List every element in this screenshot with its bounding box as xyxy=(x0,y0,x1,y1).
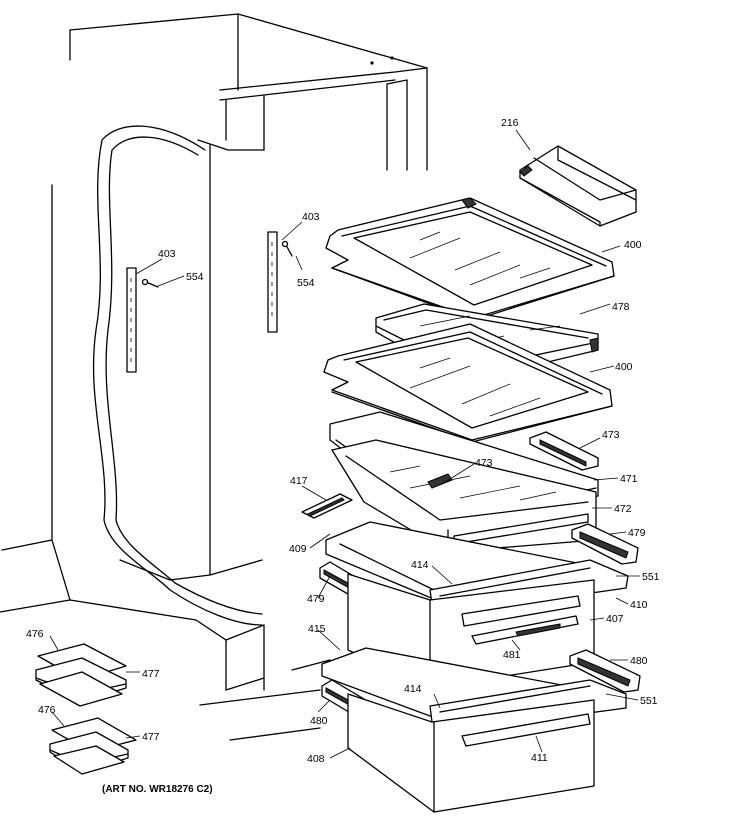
callout-477-upper: 477 xyxy=(142,668,160,680)
shelf-ladder-left xyxy=(126,267,137,373)
glass-shelf-upper xyxy=(325,197,615,321)
slide-417-left xyxy=(301,493,353,519)
callout-472: 472 xyxy=(614,503,632,515)
cabinet xyxy=(0,13,428,741)
callout-414-lower: 414 xyxy=(404,683,422,695)
callout-411: 411 xyxy=(531,752,548,764)
callout-476-lower: 476 xyxy=(38,704,56,716)
callout-403-right: 403 xyxy=(302,211,320,223)
callout-479-right: 479 xyxy=(628,527,646,539)
egg-tray-upper xyxy=(35,643,127,707)
callout-417: 417 xyxy=(290,475,308,487)
callout-477-lower: 477 xyxy=(142,731,160,743)
callout-407: 407 xyxy=(606,613,624,625)
callout-415: 415 xyxy=(308,623,326,635)
callout-labels: 216 400 403 554 403 554 478 400 473 473 … xyxy=(26,117,660,795)
callout-554-left: 554 xyxy=(186,271,204,283)
callout-551-lower: 551 xyxy=(640,695,658,707)
leader-lines xyxy=(49,129,640,759)
callout-473-right: 473 xyxy=(602,429,620,441)
screw-right xyxy=(281,240,293,257)
egg-tray-lower xyxy=(49,717,137,775)
callout-478: 478 xyxy=(612,301,630,313)
callout-410: 410 xyxy=(630,599,648,611)
callout-408: 408 xyxy=(307,753,325,765)
callout-480-left: 480 xyxy=(310,715,328,727)
pan-408 xyxy=(347,693,595,813)
glass-shelf-lower xyxy=(323,323,613,443)
shelf-ladder-right xyxy=(267,231,278,333)
callout-473-center: 473 xyxy=(475,457,493,469)
callout-414-upper: 414 xyxy=(411,559,429,571)
art-number: (ART NO. WR18276 C2) xyxy=(102,784,213,795)
callout-551-upper: 551 xyxy=(642,571,660,583)
callout-400-upper: 400 xyxy=(624,239,642,251)
callout-476-upper: 476 xyxy=(26,628,44,640)
callout-554-right: 554 xyxy=(297,277,315,289)
callout-409: 409 xyxy=(289,543,307,555)
callout-480-right: 480 xyxy=(630,655,648,667)
slide-473-right xyxy=(529,431,599,471)
callout-479-left: 479 xyxy=(307,593,325,605)
callout-216: 216 xyxy=(501,117,519,129)
callout-481: 481 xyxy=(503,649,521,661)
callout-403-left: 403 xyxy=(158,248,176,260)
dairy-bin xyxy=(519,145,637,227)
callout-400-lower: 400 xyxy=(615,361,633,373)
screw-left xyxy=(141,278,159,288)
callout-471: 471 xyxy=(620,473,638,485)
